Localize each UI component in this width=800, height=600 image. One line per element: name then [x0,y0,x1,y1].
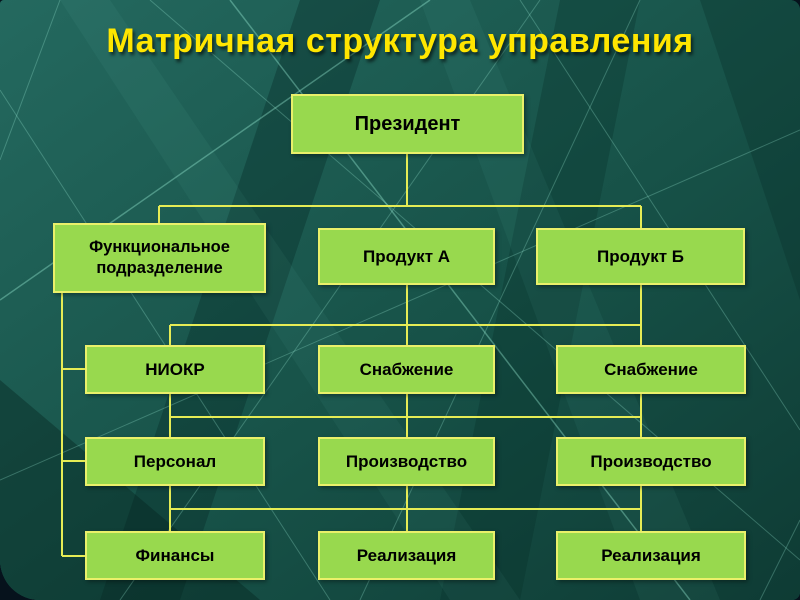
org-box-functional-division: Функциональное подразделение [53,223,266,293]
org-box-supply-b: Снабжение [556,345,746,394]
org-box-sales-b: Реализация [556,531,746,580]
org-box-rnd: НИОКР [85,345,265,394]
org-box-president: Президент [291,94,524,154]
org-box-product-b: Продукт Б [536,228,745,285]
org-box-finance: Финансы [85,531,265,580]
org-box-personnel: Персонал [85,437,265,486]
slide-title: Матричная структура управления [106,22,694,60]
org-box-sales-a: Реализация [318,531,495,580]
org-box-supply-a: Снабжение [318,345,495,394]
org-box-production-b: Производство [556,437,746,486]
org-box-product-a: Продукт А [318,228,495,285]
org-box-production-a: Производство [318,437,495,486]
